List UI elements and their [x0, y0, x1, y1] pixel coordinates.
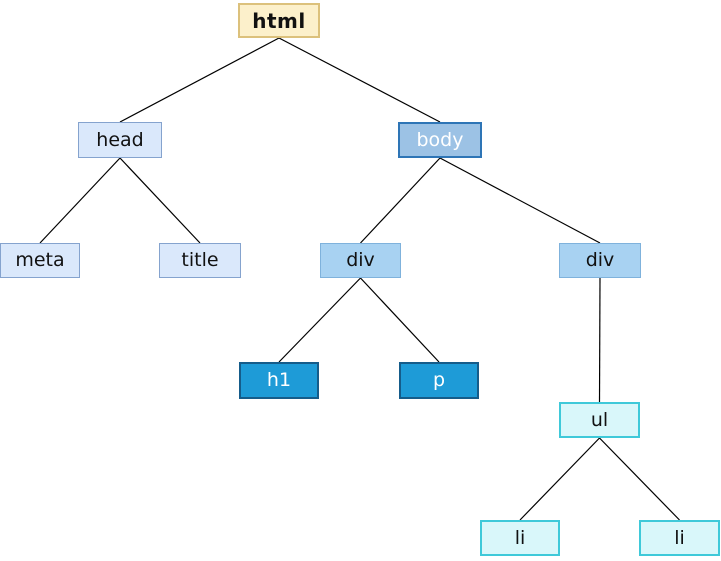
node-p: p [399, 362, 479, 399]
node-html: html [238, 3, 320, 38]
node-meta: meta [0, 243, 80, 278]
edge-div-left-p [360, 277, 440, 363]
node-ul: ul [559, 402, 640, 438]
edge-body-div-right [439, 157, 601, 244]
edge-ul-li-left [519, 437, 600, 521]
edge-head-title [119, 157, 201, 244]
node-h1: h1 [239, 362, 319, 399]
node-li-left: li [480, 520, 560, 556]
edge-html-body [278, 37, 441, 123]
node-div-right: div [559, 243, 641, 278]
edge-body-div-left [360, 157, 441, 244]
node-body: body [398, 122, 482, 158]
node-head: head [78, 122, 162, 158]
edge-ul-li-right [599, 437, 680, 521]
node-title: title [159, 243, 241, 278]
node-li-right: li [639, 520, 720, 556]
edge-div-left-h1 [278, 277, 361, 363]
node-div-left: div [320, 243, 401, 278]
edge-html-head [119, 37, 280, 123]
edge-div-right-ul [598, 277, 601, 403]
edge-head-meta [39, 157, 121, 244]
